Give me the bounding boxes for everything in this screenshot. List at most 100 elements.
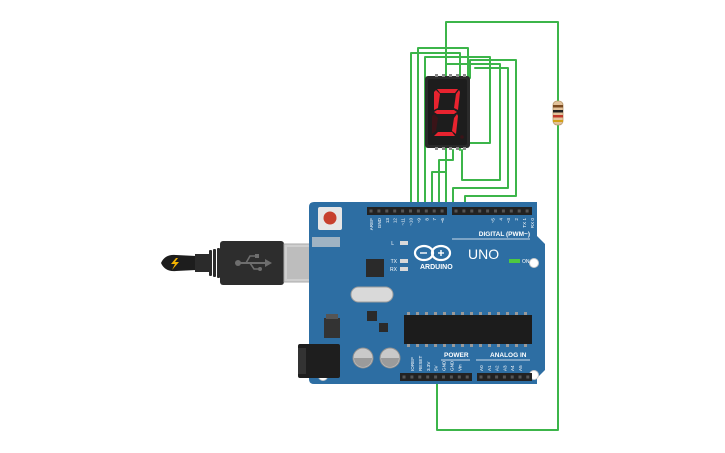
header-pin[interactable]: [510, 375, 514, 379]
header-pin[interactable]: [449, 375, 453, 379]
header-pin[interactable]: [470, 209, 474, 213]
digital-header-right: [452, 207, 532, 215]
header-pin[interactable]: [501, 209, 505, 213]
pin-label: A1: [487, 365, 492, 371]
header-pin[interactable]: [502, 375, 506, 379]
header-pin[interactable]: [393, 209, 397, 213]
pin-label: ~3: [506, 218, 511, 224]
header-pin[interactable]: [509, 209, 513, 213]
pin-label: A3: [502, 365, 507, 371]
header-pin[interactable]: [486, 209, 490, 213]
header-pin[interactable]: [478, 209, 482, 213]
chip-leg: [524, 312, 527, 315]
infinity-logo-icon: [413, 244, 452, 262]
arduino-uno-board[interactable]: L TX RX ON ARDUINO UNO DIGITAL (PWM~) PO…: [298, 202, 545, 384]
pin-label: GND: [377, 217, 382, 228]
pin-label: 7: [432, 218, 437, 221]
led-tx-label: TX: [391, 259, 398, 265]
header-pin[interactable]: [426, 375, 430, 379]
voltage-regulator: [324, 318, 340, 338]
mounting-hole: [529, 258, 539, 268]
header-pin[interactable]: [495, 375, 499, 379]
header-pin[interactable]: [418, 375, 422, 379]
header-pin[interactable]: [479, 375, 483, 379]
header-pin[interactable]: [526, 375, 530, 379]
header-pin[interactable]: [440, 209, 444, 213]
header-pin[interactable]: [409, 209, 412, 213]
header-pin[interactable]: [457, 375, 461, 379]
chip-leg: [416, 344, 419, 347]
header-pin[interactable]: [385, 209, 389, 213]
header-pin[interactable]: [442, 375, 445, 379]
header-pin[interactable]: [434, 375, 438, 379]
header-pin[interactable]: [369, 209, 373, 213]
chip-leg: [434, 344, 437, 347]
pin-label: 2: [514, 218, 519, 221]
chip-leg: [479, 312, 482, 315]
header-pin[interactable]: [525, 209, 529, 213]
header-pin[interactable]: [517, 209, 521, 213]
header-pin[interactable]: [465, 375, 469, 379]
pin-label: ~5: [490, 218, 495, 224]
chip-leg: [470, 312, 473, 315]
header-pin[interactable]: [462, 209, 466, 213]
digital-label: DIGITAL (PWM~): [479, 231, 530, 238]
chip-leg: [470, 344, 473, 347]
pin-label: Vin: [457, 364, 462, 371]
pin-label: A2: [495, 365, 500, 371]
chip-leg: [497, 344, 500, 347]
chip-leg: [452, 344, 455, 347]
seven-segment-display[interactable]: 9: [425, 74, 470, 150]
header-pin[interactable]: [410, 375, 414, 379]
chip-leg: [488, 344, 491, 347]
resistor[interactable]: [552, 100, 564, 126]
usb-chip: [366, 259, 384, 277]
chip-leg: [497, 312, 500, 315]
lightning-icon: [171, 258, 179, 270]
header-pin[interactable]: [432, 209, 436, 213]
analog-label: ANALOG IN: [490, 352, 527, 359]
wire-pin6[interactable]: [464, 59, 517, 211]
atmega-chip: [404, 312, 532, 347]
power-led: ON: [509, 259, 530, 265]
capacitor: [379, 347, 401, 369]
reset-button[interactable]: [318, 207, 342, 230]
pin-label: 4: [498, 218, 503, 221]
chip-leg: [443, 344, 446, 347]
header-pin[interactable]: [454, 209, 458, 213]
chip-leg: [407, 312, 410, 315]
segment-c: [452, 114, 458, 134]
header-pin[interactable]: [401, 209, 405, 213]
header-pin[interactable]: [402, 375, 406, 379]
chip-leg: [506, 312, 509, 315]
pin-label: A5: [518, 365, 523, 371]
pin-label: A4: [510, 365, 515, 371]
wire-pin7[interactable]: [452, 67, 509, 211]
segment-b: [454, 90, 460, 110]
header-pin[interactable]: [416, 209, 420, 213]
segment-e: [432, 114, 438, 134]
chip-leg: [416, 312, 419, 315]
wire-pin13[interactable]: [410, 52, 461, 211]
chip-leg: [488, 312, 491, 315]
pin-label: RX 0: [530, 218, 535, 229]
wire-common[interactable]: [445, 21, 559, 105]
chip-leg: [515, 344, 518, 347]
header-pin[interactable]: [518, 375, 522, 379]
pin-label: 13: [385, 218, 390, 224]
model-label: UNO: [468, 246, 499, 262]
wire-ground[interactable]: [436, 121, 559, 431]
chip-leg: [506, 344, 509, 347]
header-pin[interactable]: [494, 209, 497, 213]
header-pin[interactable]: [424, 209, 428, 213]
pin-label: AREF: [369, 218, 374, 230]
header-pin[interactable]: [487, 375, 491, 379]
header-pin[interactable]: [377, 209, 381, 213]
pin-label: 12: [393, 218, 398, 224]
pin-label: 8: [424, 218, 429, 221]
usb-cable[interactable]: [161, 241, 330, 285]
pin-label: IOREF: [410, 357, 415, 371]
